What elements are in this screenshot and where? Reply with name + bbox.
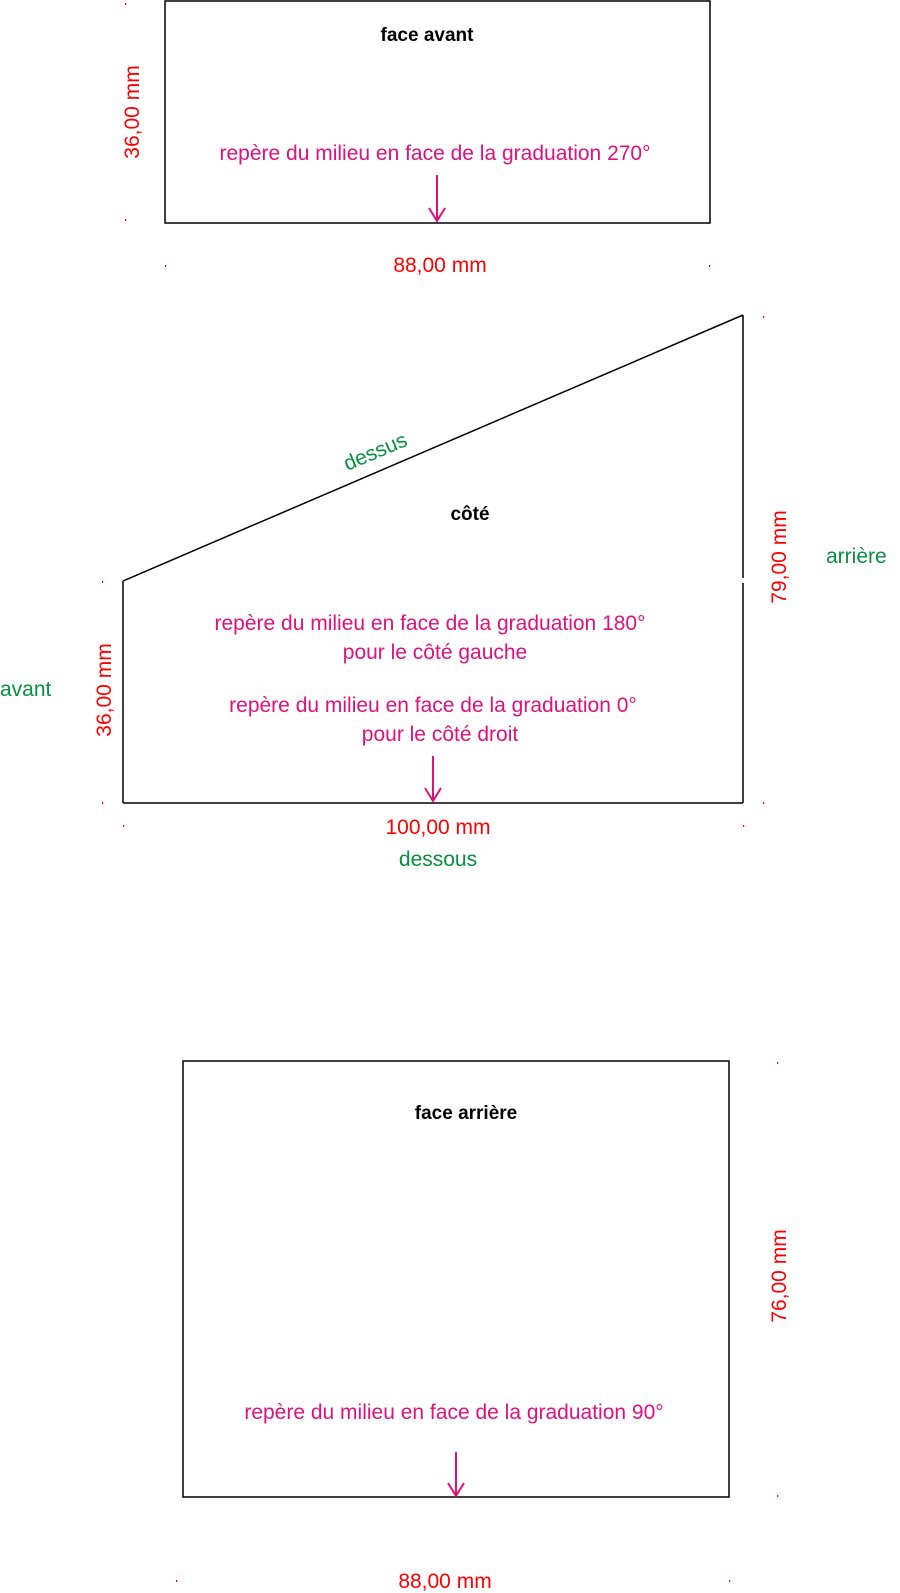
front-panel-title: face avant	[381, 25, 475, 46]
arrow-down-icon	[424, 756, 442, 803]
dimension-tick	[123, 825, 125, 827]
side-panel: côté dessus repère du milieu en face de …	[0, 314, 887, 871]
front-panel-outline	[164, 0, 711, 224]
dimension-tick	[125, 3, 127, 5]
dimension-tick	[763, 316, 765, 318]
side-panel-right-note-line1: repère du milieu en face de la graduatio…	[229, 694, 637, 717]
front-panel-marker-note: repère du milieu en face de la graduatio…	[219, 142, 650, 165]
side-panel-right-note-line2: pour le côté droit	[362, 723, 519, 746]
back-panel: face arrière repère du milieu en face de…	[176, 1060, 791, 1593]
dimension-tick	[102, 581, 104, 583]
dimension-tick	[165, 265, 167, 267]
side-panel-back-label: arrière	[826, 545, 887, 568]
side-panel-top-label: dessus	[340, 428, 410, 475]
dimension-tick	[777, 1495, 779, 1497]
back-panel-outline	[182, 1060, 730, 1498]
front-panel-width-label: 88,00 mm	[393, 254, 486, 277]
dimension-tick	[176, 1580, 178, 1582]
dimension-tick	[729, 1580, 731, 1582]
front-panel-height-label: 36,00 mm	[121, 65, 144, 158]
arrow-down-icon	[428, 175, 446, 223]
side-panel-width-label: 100,00 mm	[385, 816, 490, 839]
side-panel-front-label: avant	[0, 678, 52, 701]
back-panel-title: face arrière	[415, 1103, 517, 1124]
dimension-tick	[777, 1062, 779, 1064]
side-panel-top-edge	[122, 314, 744, 582]
back-panel-width-label: 88,00 mm	[398, 1570, 491, 1593]
dimension-tick	[743, 825, 745, 827]
dimension-tick	[102, 802, 104, 804]
dimension-tick	[125, 219, 127, 221]
side-panel-bottom-label: dessous	[399, 848, 477, 871]
back-panel-height-label: 76,00 mm	[768, 1229, 791, 1322]
arrow-down-icon	[447, 1452, 465, 1498]
back-panel-marker-note: repère du milieu en face de la graduatio…	[244, 1401, 663, 1424]
side-panel-left-note-line2: pour le côté gauche	[343, 641, 527, 664]
side-panel-front-height-label: 36,00 mm	[93, 643, 116, 736]
front-panel: face avant repère du milieu en face de l…	[121, 0, 711, 277]
side-panel-left-note-line1: repère du milieu en face de la graduatio…	[214, 612, 645, 635]
dimension-tick	[709, 265, 711, 267]
dimension-tick	[763, 802, 765, 804]
side-panel-title: côté	[450, 504, 489, 525]
side-panel-back-height-label: 79,00 mm	[768, 510, 791, 603]
